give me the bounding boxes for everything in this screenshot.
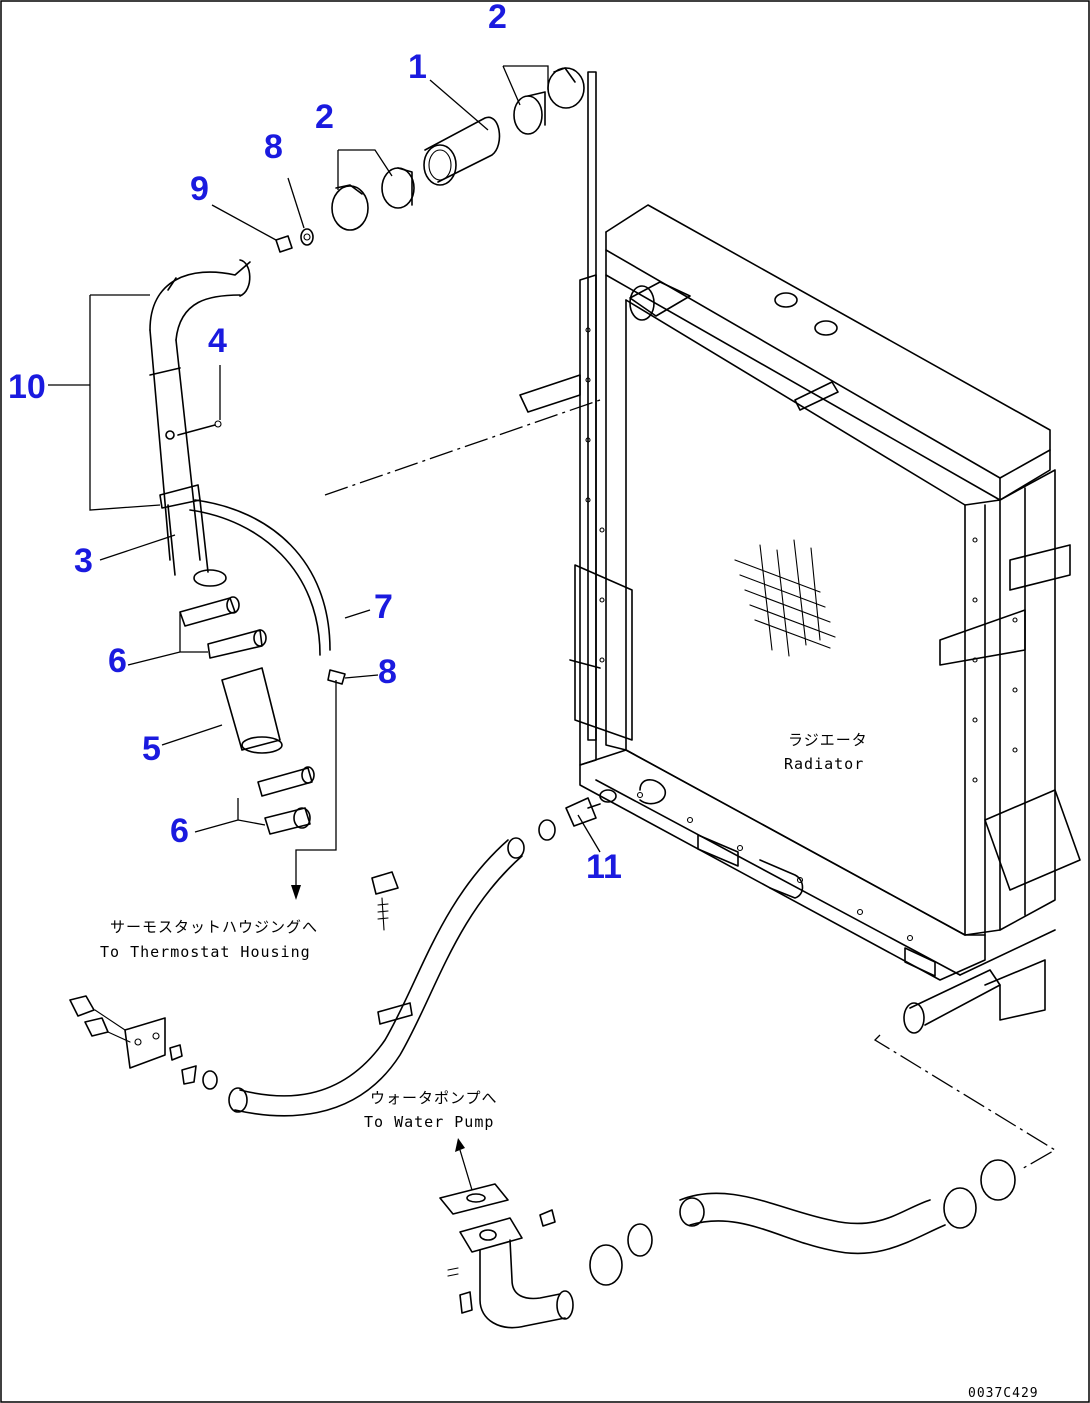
- callout-2-middle: 2: [315, 98, 334, 136]
- callout-8-lower: 8: [378, 653, 397, 691]
- callout-11: 11: [586, 848, 622, 886]
- callout-6-lower: 6: [170, 812, 189, 850]
- pump-note-en: To Water Pump: [364, 1113, 494, 1131]
- callout-numbers: 1 2 2 8 9 10 4 3 7 6 8 5 6 11: [8, 0, 622, 886]
- callout-10: 10: [8, 368, 46, 406]
- thermostat-note-jp: サーモスタットハウジングへ: [110, 918, 318, 936]
- callout-9: 9: [190, 170, 209, 208]
- radiator-core: [519, 71, 1081, 1034]
- callout-4: 4: [208, 322, 227, 360]
- radiator-label-jp: ラジエータ: [788, 731, 868, 749]
- bypass-hose-group: [69, 797, 601, 1117]
- thermostat-note-en: To Thermostat Housing: [100, 943, 311, 961]
- callout-7: 7: [374, 588, 393, 626]
- callout-2-top: 2: [488, 0, 507, 36]
- radiator-label-en: Radiator: [784, 755, 864, 773]
- callout-6-upper: 6: [108, 642, 127, 680]
- callout-3: 3: [74, 542, 93, 580]
- callout-5: 5: [142, 730, 161, 768]
- annotations: ラジエータ Radiator サーモスタットハウジングへ To Thermost…: [100, 731, 1039, 1401]
- callout-8-top: 8: [264, 128, 283, 166]
- drawing-code: 0037C429: [968, 1386, 1039, 1401]
- leader-lines: [48, 65, 1057, 1191]
- upper-hose-group: [149, 67, 585, 835]
- callout-1: 1: [408, 48, 427, 86]
- pump-hose-group: [439, 1159, 1016, 1329]
- pump-note-jp: ウォータポンプへ: [370, 1089, 498, 1107]
